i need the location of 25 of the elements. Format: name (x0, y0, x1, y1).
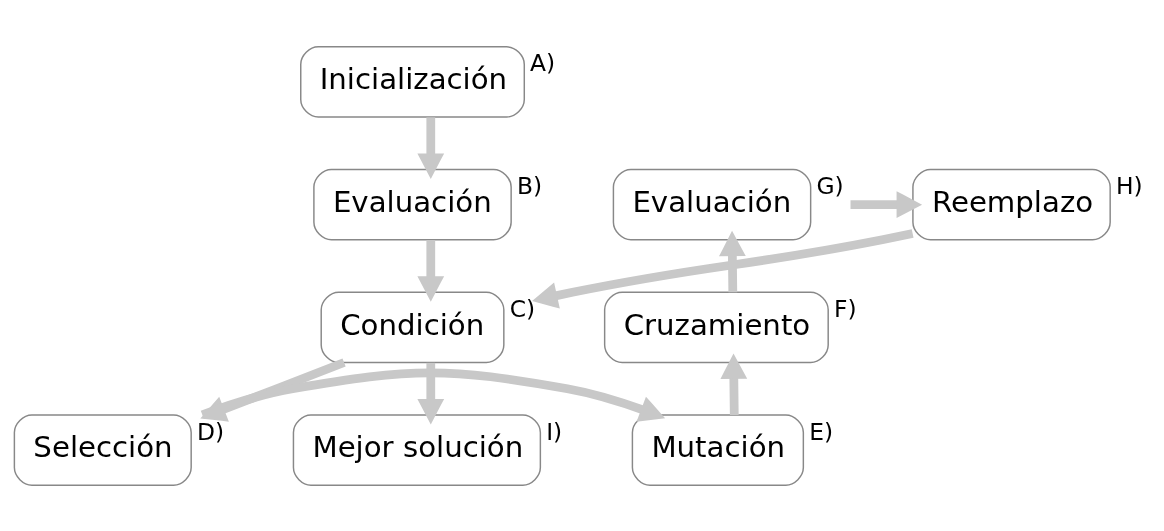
arrow (532, 228, 914, 309)
node-label: I) (546, 417, 563, 446)
node-box: Inicialización (300, 45, 525, 118)
node-label: F) (834, 294, 857, 323)
node-box: Reemplazo (912, 168, 1111, 240)
node-box: Mutación (631, 413, 805, 486)
node-box: Cruzamiento (603, 291, 829, 363)
node-label: G) (816, 171, 844, 200)
node-label: A) (530, 48, 556, 77)
node-box: Mejor solución (292, 413, 542, 486)
node-label: C) (509, 294, 536, 323)
node-label: E) (809, 417, 834, 446)
node-label: B) (516, 171, 543, 200)
arrow (850, 190, 923, 218)
node-box: Evaluación (612, 168, 812, 240)
arrow (417, 239, 445, 302)
node-label: D) (197, 417, 225, 446)
arrow (417, 116, 445, 179)
arrow (720, 352, 748, 415)
node-label: H) (1116, 171, 1143, 200)
arrow (417, 362, 445, 424)
node-box: Evaluación (313, 168, 512, 240)
node-box: Condición (320, 291, 505, 363)
arrow (719, 230, 746, 292)
node-box: Selección (13, 413, 192, 486)
